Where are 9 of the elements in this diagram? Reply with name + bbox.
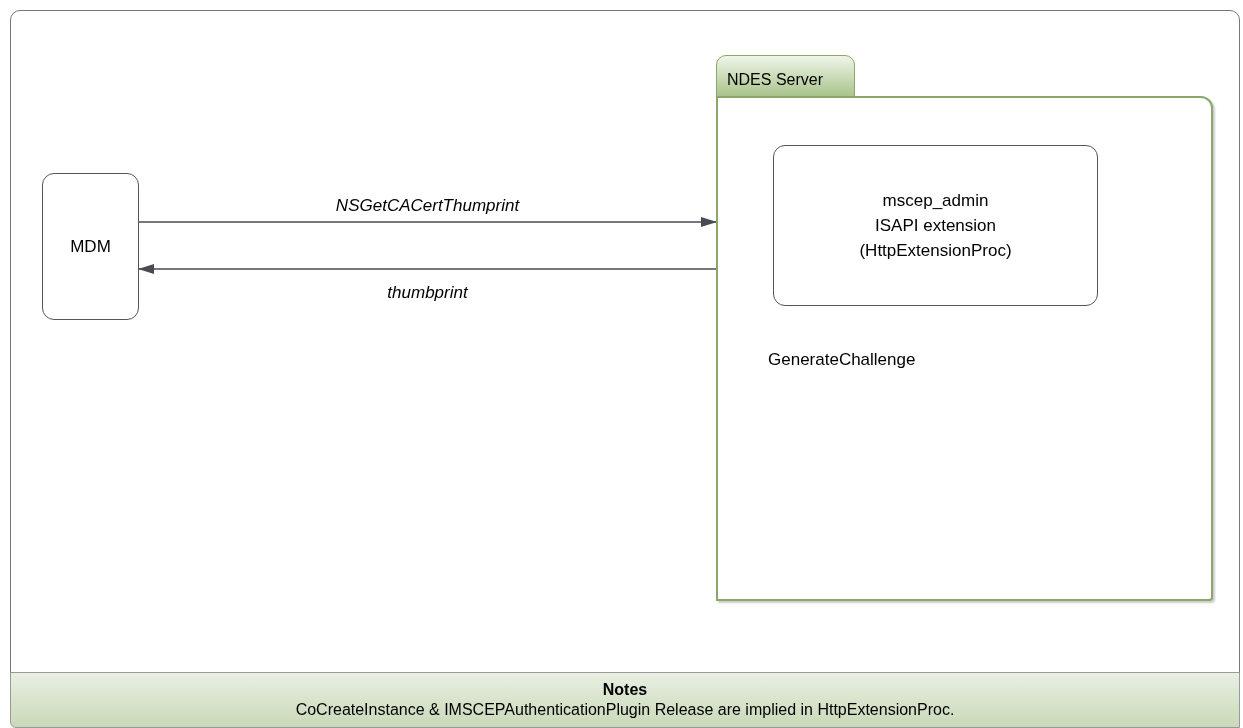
arrow [138, 264, 717, 274]
notes-text: CoCreateInstance & IMSCEPAuthenticationPlugin Release are implied in HttpExtensionProc. [295, 700, 955, 720]
notes-band [10, 672, 1240, 728]
notes-heading: Notes [602, 680, 648, 700]
method-name: GenerateChallenge [768, 349, 916, 371]
arrow [138, 217, 717, 227]
process-box: MDM [42, 173, 139, 320]
process-box: mscep_admin ISAPI extension (HttpExtensionProc) [773, 145, 1098, 306]
container-tab: NDES Server [716, 55, 855, 97]
